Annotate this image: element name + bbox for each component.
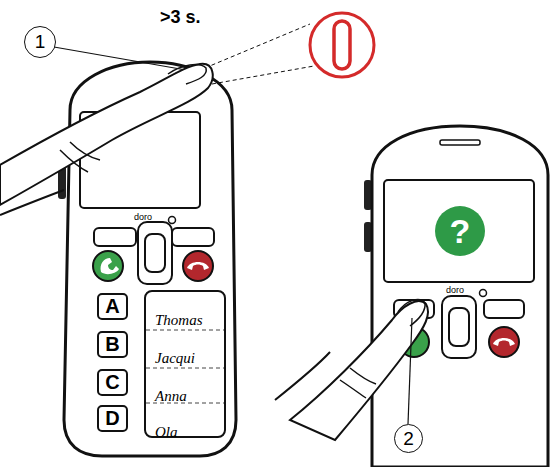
handset-icon	[101, 258, 119, 274]
speaker	[440, 140, 480, 145]
end-button	[489, 327, 519, 357]
key-letter: B	[105, 333, 119, 356]
handset-icon	[493, 338, 515, 346]
question-mark: ?	[450, 212, 471, 251]
memory-key: B	[97, 331, 128, 358]
contact-name: Thomas	[155, 312, 203, 329]
finger-crease	[60, 142, 100, 172]
memory-key: A	[97, 293, 128, 320]
logo-mark	[480, 290, 487, 297]
leader-line	[408, 318, 412, 424]
key-letter: C	[105, 371, 119, 394]
key-letter: D	[105, 407, 119, 430]
nav-key	[442, 296, 476, 358]
screen	[384, 180, 534, 282]
callout-number: 2	[403, 428, 414, 450]
name-card: ThomasJacquiAnnaOla	[144, 290, 226, 438]
callout-number: 1	[35, 31, 46, 53]
power-symbol	[310, 13, 374, 77]
zoom-line	[205, 24, 310, 68]
handset-icon	[187, 262, 209, 270]
contact-name: Jacqui	[155, 350, 195, 367]
contact-name: Anna	[155, 388, 187, 405]
key-letter: A	[105, 295, 119, 318]
soft-key	[94, 228, 136, 246]
brand-logo: doro	[446, 286, 464, 295]
phone-body	[372, 126, 548, 467]
finger	[0, 64, 213, 205]
end-button	[183, 251, 213, 281]
separator	[146, 368, 224, 369]
call-button	[93, 251, 123, 281]
nav-key	[145, 234, 165, 272]
finger	[275, 352, 330, 400]
finger	[0, 190, 64, 215]
brand-logo: doro	[134, 213, 152, 222]
separator	[146, 330, 224, 331]
soft-key	[484, 300, 524, 318]
callout-number: 2	[394, 424, 423, 453]
finger-crease	[340, 368, 376, 398]
nav-key	[449, 308, 469, 346]
soft-key	[172, 228, 214, 246]
leader-line	[54, 47, 186, 70]
question-icon: ?	[435, 206, 485, 256]
logo-mark	[169, 217, 176, 224]
duration-label: >3 s.	[160, 8, 201, 26]
zoom-line	[212, 66, 314, 84]
memory-key: C	[97, 369, 128, 396]
fingernail	[168, 65, 206, 84]
contact-name: Ola	[155, 424, 178, 441]
memory-key: D	[97, 405, 128, 432]
power-symbol	[334, 21, 350, 69]
callout-number: 1	[24, 26, 56, 58]
nav-key	[138, 222, 172, 284]
